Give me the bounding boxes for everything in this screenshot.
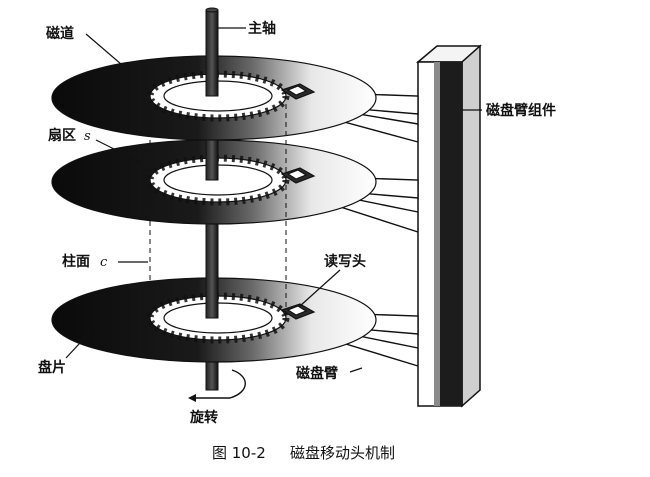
leader-lines [65, 27, 482, 373]
label-cylinder-var: c [100, 255, 108, 270]
caption-title: 磁盘移动头机制 [290, 444, 395, 462]
arm-assembly-column [415, 44, 482, 408]
label-platter: 盘片 [38, 359, 66, 376]
label-sector: 扇区 [48, 127, 76, 144]
label-arm-assembly: 磁盘臂组件 [486, 102, 556, 119]
label-track: 磁道 [46, 25, 74, 42]
label-rw-head: 读写头 [324, 253, 366, 270]
rotation-arrow-icon [196, 369, 246, 399]
label-rotation: 旋转 [189, 409, 218, 426]
label-sector-var: s [84, 129, 91, 144]
rotation-arrowhead-icon [188, 394, 196, 402]
platter-top [51, 55, 377, 141]
label-cylinder: 柱面 [62, 253, 90, 270]
label-arm: 磁盘臂 [296, 365, 338, 382]
label-spindle: 主轴 [248, 20, 276, 37]
rw-heads [280, 83, 316, 320]
spindle-top [205, 9, 219, 97]
caption-figure-number: 图 10-2 [212, 444, 266, 462]
